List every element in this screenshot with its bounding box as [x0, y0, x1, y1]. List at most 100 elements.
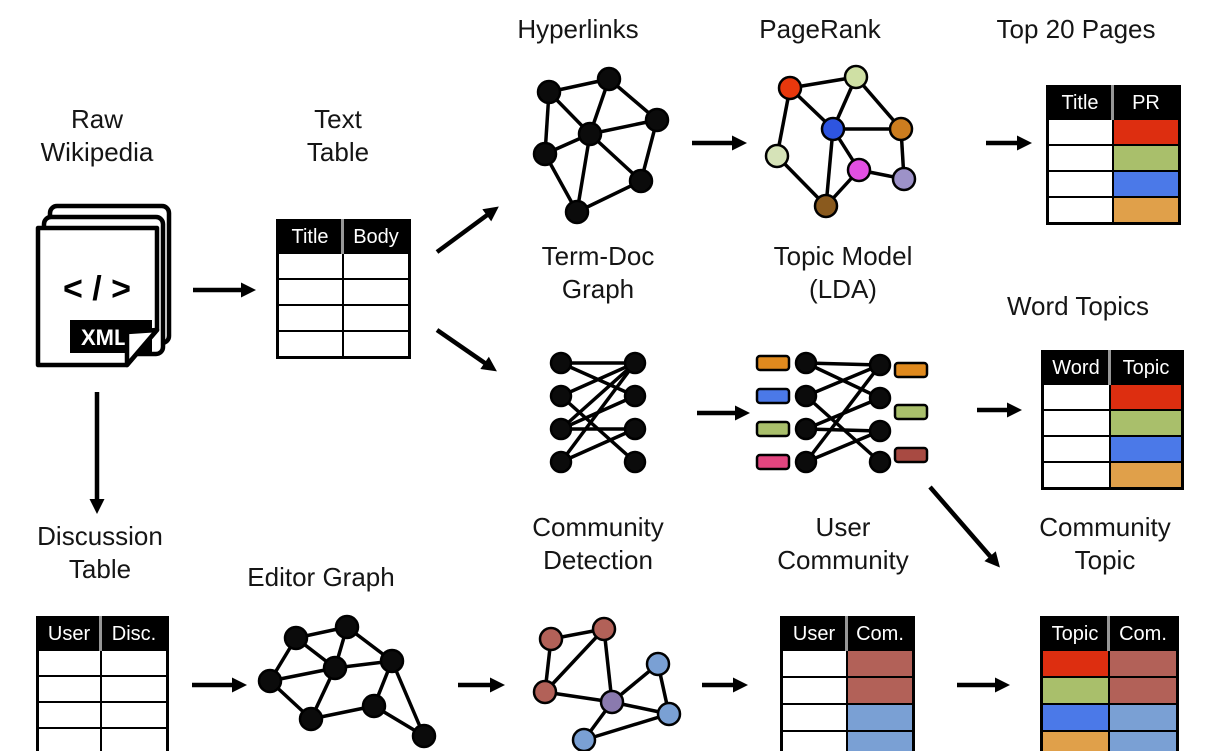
- label-top-20-pages-line: Top 20 Pages: [996, 14, 1156, 44]
- term-doc-bipartite-graph-node: [549, 417, 573, 441]
- label-community-detection-line: Community: [532, 512, 664, 542]
- community-topic-table-cell: [1040, 703, 1110, 732]
- term-doc-bipartite-graph: [549, 351, 647, 474]
- label-discussion-table-line: Table: [68, 554, 132, 585]
- hyperlinks-graph-node: [577, 121, 603, 147]
- topic-model-bipartite-graph: [755, 351, 929, 474]
- topic-model-bipartite-graph-edge: [805, 429, 881, 464]
- label-hyperlinks: Hyperlinks: [428, 13, 728, 46]
- editor-graph-network-node: [361, 693, 387, 719]
- xml-badge-label: XML: [81, 325, 127, 350]
- label-hyperlinks-line: Hyperlinks: [517, 14, 639, 44]
- community-topic-table-header: Topic: [1041, 617, 1109, 650]
- community-detection-graph-node: [532, 679, 558, 705]
- editor-graph-network-node: [298, 706, 324, 732]
- community-detection-graph-node: [645, 651, 671, 677]
- term-doc-bipartite-graph-node: [549, 384, 573, 408]
- user-community-table-cell: [845, 676, 915, 705]
- label-word-topics-line: Word Topics: [1006, 291, 1150, 321]
- community-detection-graph-node: [591, 616, 617, 642]
- topic-model-bipartite-graph-topic-chip: [755, 453, 791, 471]
- discussion-table-cell: [36, 727, 102, 751]
- word-topics-table-cell: [1041, 409, 1111, 437]
- community-detection-graph-edge: [543, 627, 606, 694]
- term-doc-bipartite-graph-node: [623, 450, 647, 474]
- top-20-pages-table-cell: [1046, 144, 1114, 172]
- top-20-pages-table-cell: [1111, 196, 1181, 225]
- label-topic-model-lda-line: Topic Model: [773, 241, 913, 271]
- community-detection-graph-node: [571, 727, 597, 751]
- topic-model-bipartite-graph-node: [794, 384, 818, 408]
- topic-model-bipartite-graph-edge: [805, 361, 881, 367]
- arrow-topic-model-to-community-topic: [928, 485, 1000, 568]
- word-topics-table-header: Word: [1042, 351, 1110, 384]
- label-community-detection-line: Detection: [543, 545, 653, 576]
- discussion-table-cell: [99, 727, 169, 751]
- arrow-text-table-to-term-doc: [435, 328, 497, 372]
- pagerank-graph: [764, 64, 917, 219]
- text-table-header: Body: [341, 220, 410, 253]
- label-word-topics: Word Topics: [928, 290, 1228, 323]
- pagerank-graph-node: [813, 193, 839, 219]
- page-fold-icon: [124, 327, 160, 368]
- word-topics-table-cell: [1108, 461, 1184, 490]
- hyperlinks-graph-node: [536, 79, 562, 105]
- label-pagerank: PageRank: [670, 13, 970, 46]
- top-20-pages-table-cell: [1046, 118, 1114, 146]
- editor-graph-network-node: [379, 648, 405, 674]
- text-table-cell: [341, 304, 411, 332]
- text-table-cell: [341, 330, 411, 359]
- topic-model-bipartite-graph-node: [868, 353, 892, 377]
- pagerank-graph-edge: [824, 128, 835, 207]
- pagerank-graph-node: [820, 116, 846, 142]
- editor-graph-network-node: [411, 723, 437, 749]
- text-table-cell: [276, 304, 344, 332]
- editor-graph-network-node: [257, 668, 283, 694]
- label-editor-graph: Editor Graph: [171, 561, 471, 594]
- topic-model-bipartite-graph-node: [868, 450, 892, 474]
- discussion-table-cell: [36, 675, 102, 703]
- community-topic-table-cell: [1107, 676, 1179, 705]
- hyperlinks-graph-node: [628, 168, 654, 194]
- community-detection-graph-node: [599, 689, 625, 715]
- top-20-pages-table-cell: [1111, 144, 1181, 172]
- user-community-table-cell: [845, 730, 915, 751]
- discussion-table-cell: [36, 649, 102, 677]
- term-doc-bipartite-graph-node: [623, 417, 647, 441]
- pagerank-graph-node: [764, 143, 790, 169]
- label-topic-model-lda-line: (LDA): [809, 274, 877, 305]
- discussion-table-cell: [36, 701, 102, 729]
- discussion-table-cell: [99, 649, 169, 677]
- label-text-table-line: Table: [306, 137, 370, 168]
- text-table-header: Title: [277, 220, 343, 253]
- hyperlinks-graph: [532, 66, 670, 225]
- topic-model-bipartite-graph-edge: [804, 363, 882, 464]
- top-20-pages-table-header: Title: [1047, 86, 1113, 119]
- label-user-community-line: User: [815, 512, 871, 542]
- flow-arrows: [89, 135, 1032, 693]
- label-top-20-pages: Top 20 Pages: [926, 13, 1226, 46]
- top-20-pages-table-cell: [1046, 170, 1114, 198]
- community-detection-graph-node: [538, 626, 564, 652]
- term-doc-bipartite-graph-edge: [560, 361, 636, 398]
- user-community-table-cell: [845, 649, 915, 678]
- label-raw-wikipedia-line: Wikipedia: [40, 137, 154, 168]
- editor-graph-network-edge: [390, 660, 426, 737]
- topic-model-bipartite-graph-edge: [805, 363, 881, 398]
- label-discussion-table-line: Discussion: [37, 521, 163, 551]
- code-glyph: < / >: [63, 270, 131, 308]
- label-community-topic-line: Community: [1039, 512, 1171, 542]
- text-table-cell: [276, 252, 344, 280]
- discussion-table-cell: [99, 675, 169, 703]
- user-community-table-header: User: [781, 617, 847, 650]
- pagerank-graph-node: [777, 75, 803, 101]
